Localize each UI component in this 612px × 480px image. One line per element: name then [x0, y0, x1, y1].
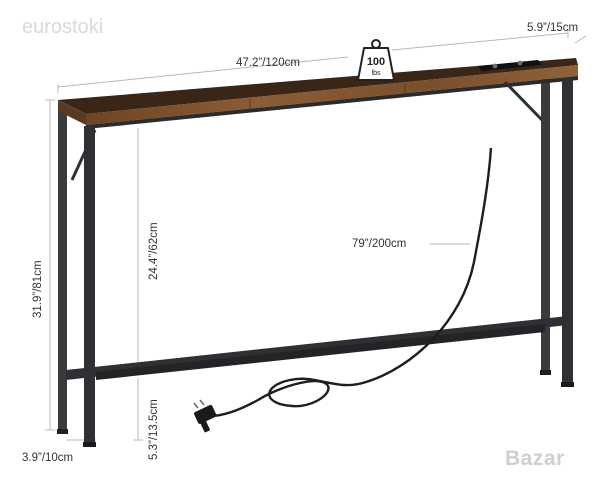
dimension-lines: [45, 29, 587, 441]
corner-braces: [70, 80, 544, 181]
width-label: 47.2”/120cm: [236, 57, 300, 69]
back-legs: [57, 76, 551, 434]
depth-label: 5.9”/15cm: [527, 22, 579, 34]
bottom-shelf-bar: [66, 316, 568, 380]
cord-label: 79”/200cm: [352, 238, 407, 250]
watermark-top-left: eurostoki: [22, 16, 104, 38]
watermark-bottom-right: Bazar: [505, 447, 565, 470]
weight-icon: 100 lbs: [357, 39, 395, 81]
table-top: [58, 58, 578, 129]
weight-value: 100: [367, 56, 385, 68]
power-cord: [209, 147, 493, 418]
height-label: 31.9”/81cm: [32, 260, 44, 318]
power-outlet-strip: [478, 60, 542, 71]
clearance-label: 24.4”/62cm: [148, 222, 160, 280]
leg-label: 3.9”/10cm: [22, 452, 74, 464]
front-legs: [83, 78, 574, 447]
plug-icon: [193, 399, 217, 433]
shelf-height-label: 5.3”/13.5cm: [148, 399, 160, 460]
weight-unit: lbs: [372, 70, 381, 77]
